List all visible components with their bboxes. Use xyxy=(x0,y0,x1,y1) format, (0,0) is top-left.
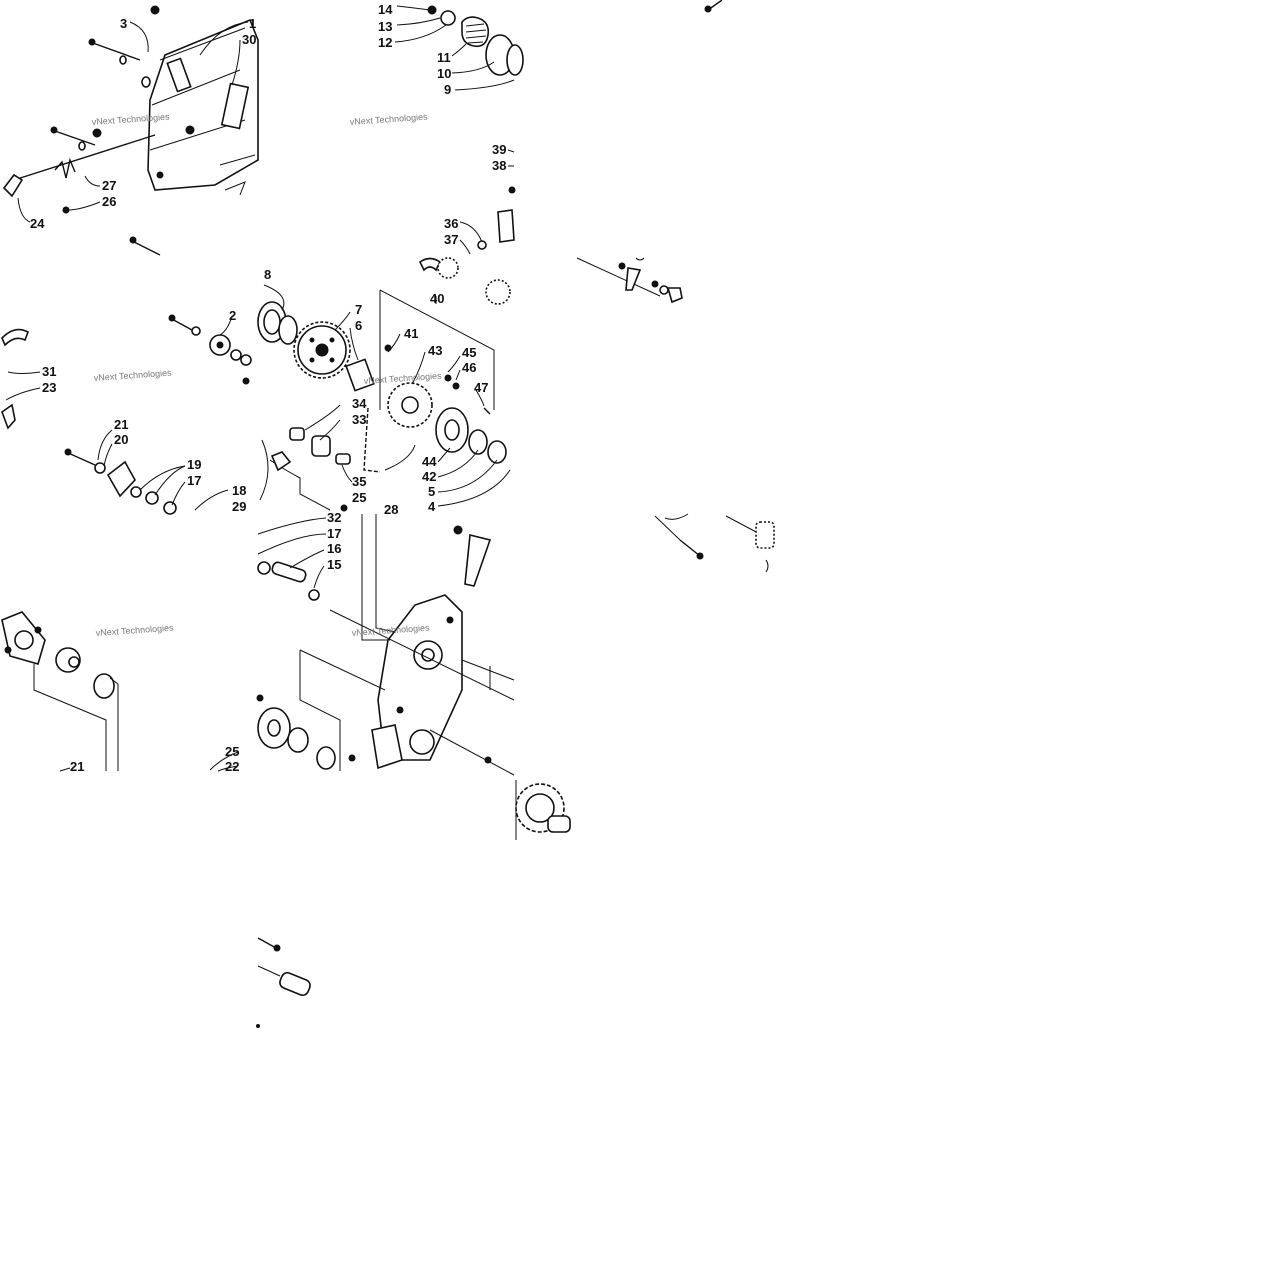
label-21-lower: 21 xyxy=(70,759,84,774)
label-20: 20 xyxy=(114,432,128,447)
watermark-2: vNext Technologies xyxy=(349,112,428,127)
tile-top-right xyxy=(704,0,723,13)
label-24: 24 xyxy=(30,216,45,231)
tile-lower-left: 25 22 21 vNext Technologies xyxy=(1,611,239,774)
label-18: 18 xyxy=(232,483,246,498)
label-37: 37 xyxy=(444,232,458,247)
label-29: 29 xyxy=(232,499,246,514)
label-4: 4 xyxy=(428,499,436,514)
tile-bottom xyxy=(256,780,571,1028)
label-32: 32 xyxy=(327,510,341,525)
label-39: 39 xyxy=(492,142,506,157)
label-45: 45 xyxy=(462,345,476,360)
label-1: 1 xyxy=(249,16,256,31)
label-5: 5 xyxy=(428,484,435,499)
label-28: 28 xyxy=(384,502,398,517)
label-25-lower: 25 xyxy=(225,744,239,759)
label-33: 33 xyxy=(352,412,366,427)
label-9: 9 xyxy=(444,82,451,97)
watermark-5: vNext Technologies xyxy=(95,623,174,638)
label-27: 27 xyxy=(102,178,116,193)
label-40: 40 xyxy=(430,291,444,306)
label-43: 43 xyxy=(428,343,442,358)
label-46: 46 xyxy=(462,360,476,375)
shaft-part xyxy=(279,971,311,997)
housing-plate xyxy=(377,594,463,761)
label-10: 10 xyxy=(437,66,451,81)
label-41: 41 xyxy=(404,326,418,341)
label-44: 44 xyxy=(422,454,437,469)
label-7: 7 xyxy=(355,302,362,317)
label-25: 25 xyxy=(352,490,366,505)
label-26: 26 xyxy=(102,194,116,209)
washer-plate xyxy=(106,460,136,498)
tile-center: 8 7 6 40 41 43 45 46 47 34 33 35 25 28 4… xyxy=(257,257,511,517)
label-35: 35 xyxy=(352,474,366,489)
label-47: 47 xyxy=(474,380,488,395)
tile-middle-right xyxy=(576,257,683,304)
label-2: 2 xyxy=(229,308,236,323)
label-22: 22 xyxy=(225,759,239,774)
label-3: 3 xyxy=(120,16,127,31)
tile-lower-right xyxy=(654,513,775,573)
label-16: 16 xyxy=(327,541,341,556)
label-12: 12 xyxy=(378,35,392,50)
label-31: 31 xyxy=(42,364,56,379)
roller-pin xyxy=(271,561,307,583)
label-21: 21 xyxy=(114,417,128,432)
label-17-lower: 17 xyxy=(327,526,341,541)
label-42: 42 xyxy=(422,469,436,484)
label-23: 23 xyxy=(42,380,56,395)
label-30: 30 xyxy=(242,32,256,47)
bracket-part xyxy=(1,328,29,347)
plate-part xyxy=(220,82,250,130)
label-17: 17 xyxy=(187,473,201,488)
hub-part xyxy=(345,358,375,392)
label-14: 14 xyxy=(378,2,393,17)
label-6: 6 xyxy=(355,318,362,333)
drive-chain xyxy=(363,407,381,473)
label-15: 15 xyxy=(327,557,341,572)
tile-middle-left: 2 31 23 21 20 19 17 18 29 vNext Technolo… xyxy=(1,308,252,515)
tile-top-center: 14 13 12 11 10 9 39 38 36 37 vNext Techn… xyxy=(349,2,524,255)
label-11: 11 xyxy=(437,50,451,65)
label-19: 19 xyxy=(187,457,201,472)
spring-part xyxy=(461,16,490,48)
label-36: 36 xyxy=(444,216,458,231)
arm-part xyxy=(464,533,492,587)
label-34: 34 xyxy=(352,396,367,411)
label-8: 8 xyxy=(264,267,271,282)
label-13: 13 xyxy=(378,19,392,34)
watermark-3: vNext Technologies xyxy=(93,368,172,383)
label-38: 38 xyxy=(492,158,506,173)
lever-part xyxy=(2,173,24,198)
tile-top-left: 3 1 30 27 26 24 vNext Technologies xyxy=(2,5,259,256)
tile-lower-center: 32 17 16 15 vNext Technologies xyxy=(256,510,515,776)
